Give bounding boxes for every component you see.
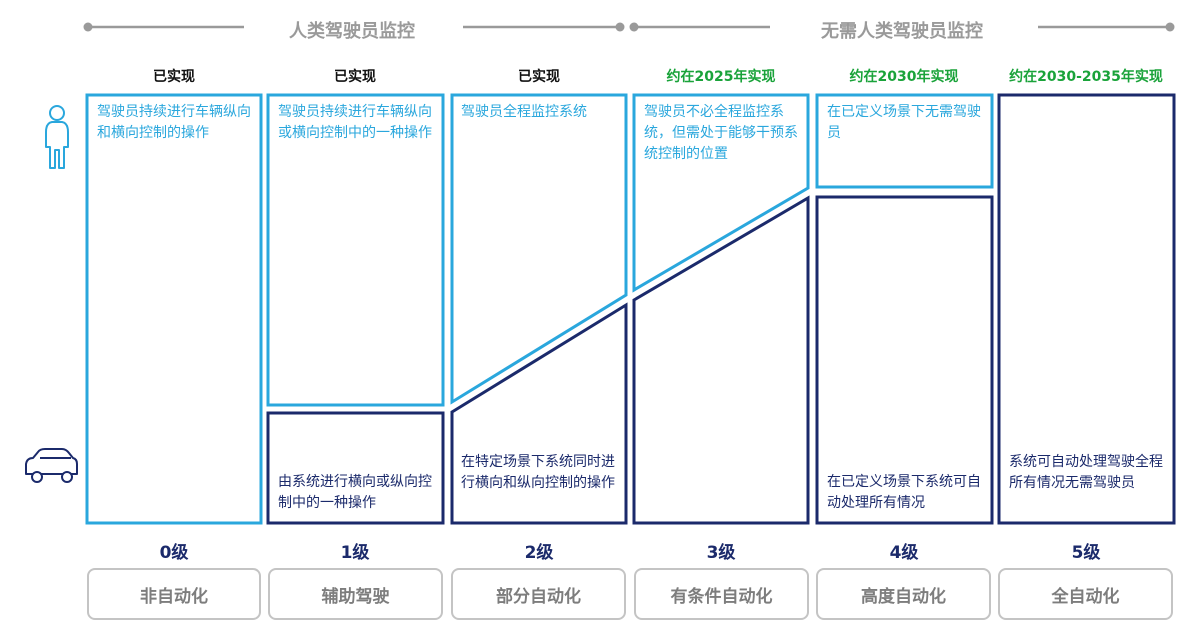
level5-system-box: [997, 93, 1176, 525]
level4-system-text: 在已定义场景下系统可自动处理所有情况: [827, 474, 981, 511]
level-number-5: 5级: [1071, 543, 1101, 563]
group-divider-human: [83, 22, 625, 32]
level3-system-box: [632, 195, 810, 525]
status-level5: 约在2030-2035年实现: [1009, 69, 1163, 85]
level-number-3: 3级: [706, 543, 736, 563]
group-label-human-monitoring: 人类驾驶员监控: [289, 21, 415, 42]
status-level1: 已实现: [334, 69, 376, 85]
level1-system-text: 由系统进行横向或纵向控制中的一种操作: [278, 474, 432, 511]
level4-driver-text: 在已定义场景下无需驾驶员: [827, 104, 981, 141]
level3-driver-text: 驾驶员不必全程监控系统，但需处于能够干预系统控制的位置: [644, 104, 798, 162]
level0-driver-box: [85, 93, 263, 525]
group-divider-no-human: [629, 22, 1175, 32]
level1-driver-text: 驾驶员持续进行车辆纵向或横向控制中的一种操作: [278, 104, 432, 141]
level4-system-box: [815, 195, 994, 525]
level5-system-text: 系统可自动处理驾驶全程所有情况无需驾驶员: [1009, 454, 1163, 491]
status-level3: 约在2025年实现: [666, 69, 776, 85]
level-number-4: 4级: [889, 543, 919, 563]
status-level0: 已实现: [153, 69, 195, 85]
group-label-no-human-monitoring: 无需人类驾驶员监控: [821, 21, 983, 42]
level2-system-text: 在特定场景下系统同时进行横向和纵向控制的操作: [461, 454, 615, 491]
mode-button-level3[interactable]: 有条件自动化: [634, 568, 809, 620]
mode-button-level1[interactable]: 辅助驾驶: [268, 568, 443, 620]
level1-driver-box: [266, 93, 445, 407]
mode-button-level5[interactable]: 全自动化: [998, 568, 1173, 620]
person-outline-icon: [45, 105, 69, 169]
level3-driver-box: [632, 93, 810, 293]
level2-driver-text: 驾驶员全程监控系统: [461, 104, 587, 120]
level4-driver-box: [815, 93, 994, 189]
car-outline-icon: [25, 448, 78, 483]
status-level2: 已实现: [518, 69, 560, 85]
level-number-2: 2级: [524, 543, 554, 563]
mode-button-level4[interactable]: 高度自动化: [816, 568, 991, 620]
level0-driver-text: 驾驶员持续进行车辆纵向和横向控制的操作: [97, 104, 251, 141]
level1-system-box: [266, 411, 445, 525]
mode-button-level0[interactable]: 非自动化: [87, 568, 261, 620]
level-number-0: 0级: [159, 543, 189, 563]
level2-system-box: [450, 302, 628, 525]
mode-button-level2[interactable]: 部分自动化: [451, 568, 626, 620]
level-number-1: 1级: [340, 543, 370, 563]
status-level4: 约在2030年实现: [849, 69, 959, 85]
level2-driver-box: [450, 93, 628, 405]
